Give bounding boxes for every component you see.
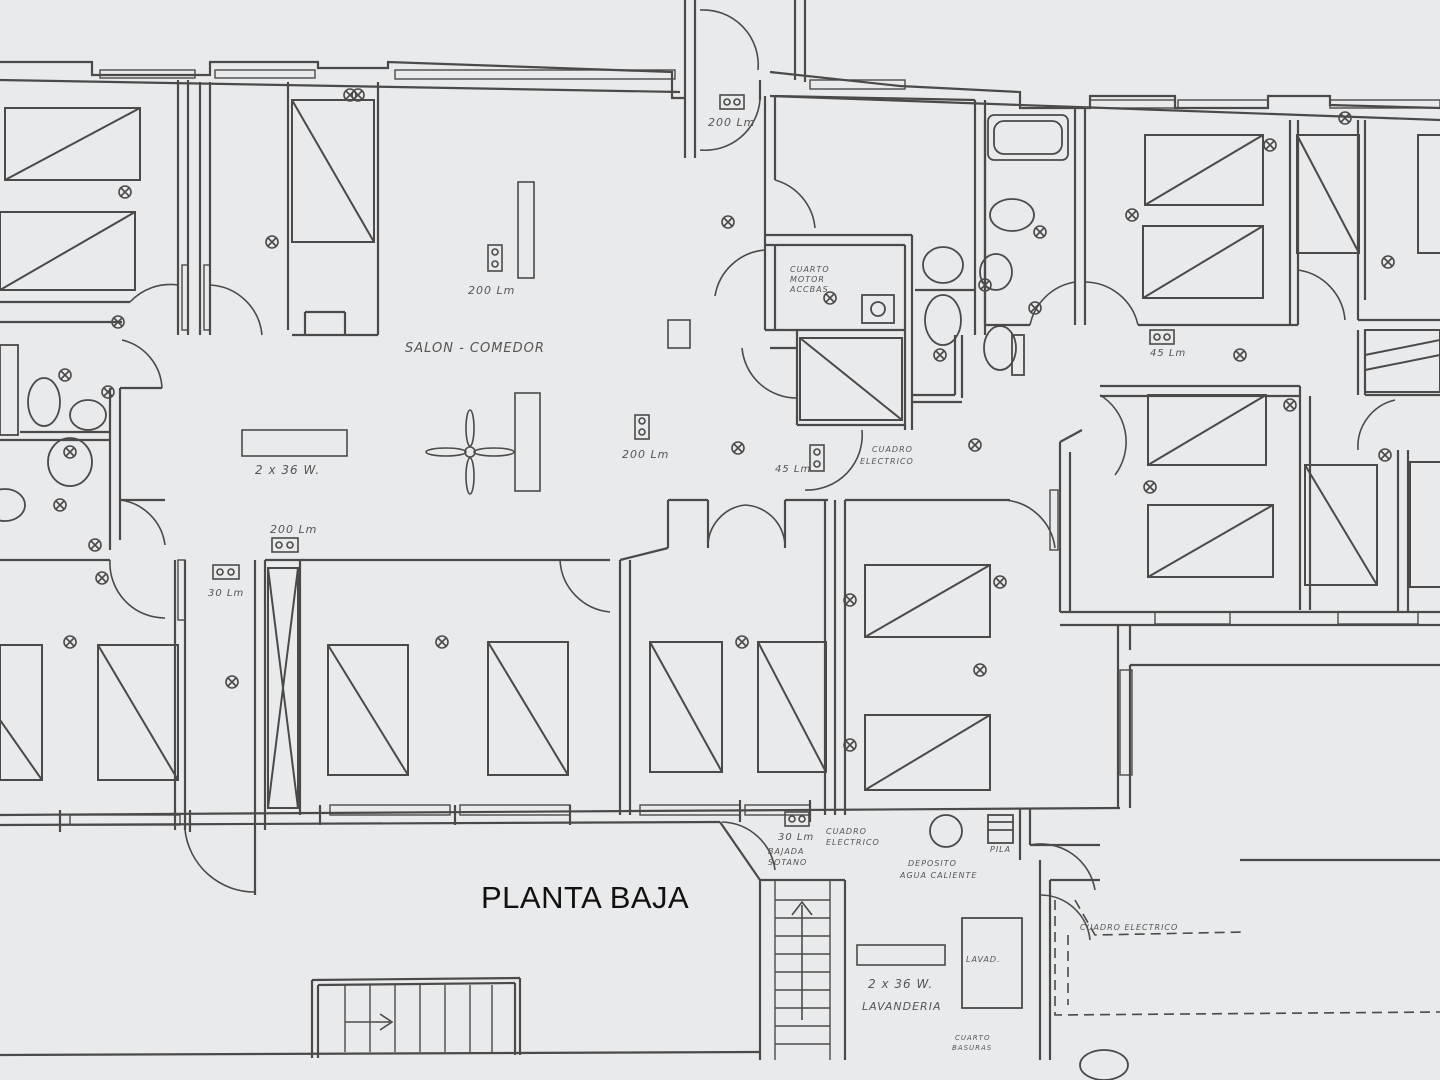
label-cuadro-electrico-a2: ELECTRICO <box>860 457 914 466</box>
page-title: PLANTA BAJA <box>481 880 690 915</box>
label-deposito-1: DEPOSITO <box>908 859 957 868</box>
ceiling-lights <box>53 88 1395 752</box>
ceiling-light-icon <box>95 571 109 585</box>
ceiling-light-icon <box>978 278 992 292</box>
sanitary-fixtures <box>0 114 1129 1080</box>
ceiling-light-icon <box>435 635 449 649</box>
beds <box>0 99 1440 809</box>
label-bajada-sotano-2: SOTANO <box>768 858 807 867</box>
ceiling-light-icon <box>63 635 77 649</box>
ceiling-light-icon <box>1028 301 1042 315</box>
label-lm-45-a: 45 Lm <box>1150 348 1186 359</box>
room-labels: SALON - COMEDOR 200 Lm 200 Lm 200 Lm 200… <box>208 116 1186 1052</box>
ceiling-light-icon <box>993 575 1007 589</box>
light-fixtures <box>241 181 946 966</box>
ceiling-light-icon <box>1381 255 1395 269</box>
outlets <box>212 94 1175 827</box>
label-cuarto-bottom-1: CUARTO <box>955 1034 990 1042</box>
ceiling-light-icon <box>1233 348 1247 362</box>
ceiling-light-icon <box>225 675 239 689</box>
label-fixture-2x36-b: 2 x 36 W. <box>868 977 933 991</box>
windows <box>69 69 1440 826</box>
ceiling-light-icon <box>1338 111 1352 125</box>
label-cuarto-motor-2: MOTOR <box>790 275 825 284</box>
label-lavad: LAVAD. <box>966 955 1001 964</box>
label-fixture-2x36-a: 2 x 36 W. <box>255 463 320 477</box>
label-cuarto-bottom-2: BASURAS <box>952 1044 992 1052</box>
ceiling-light-icon <box>351 88 365 102</box>
ceiling-light-icon <box>968 438 982 452</box>
ceiling-light-icon <box>111 315 125 329</box>
ceiling-light-icon <box>58 368 72 382</box>
ceiling-light-icon <box>843 593 857 607</box>
ceiling-light-icon <box>843 738 857 752</box>
ceiling-light-icon <box>973 663 987 677</box>
ceiling-fan-icon <box>425 409 515 495</box>
ceiling-light-icon <box>731 441 745 455</box>
label-cuadro-electrico-c: CUADRO ELECTRICO <box>1080 923 1178 932</box>
label-pila: PILA <box>990 845 1011 854</box>
ceiling-light-icon <box>823 291 837 305</box>
ceiling-light-icon <box>88 538 102 552</box>
label-cuadro-electrico-b1: CUADRO <box>826 827 867 836</box>
label-lm-200-c: 200 Lm <box>622 448 669 461</box>
ceiling-light-icon <box>63 445 77 459</box>
ceiling-light-icon <box>1378 448 1392 462</box>
ceiling-light-icon <box>735 635 749 649</box>
ceiling-light-icon <box>721 215 735 229</box>
label-cuadro-electrico-b2: ELECTRICO <box>826 838 880 847</box>
label-cuarto-motor-3: ACCBAS <box>789 285 829 294</box>
ceiling-light-icon <box>101 385 115 399</box>
ceiling-light-icon <box>265 235 279 249</box>
ceiling-light-icon <box>53 498 67 512</box>
label-cuadro-electrico-a1: CUADRO <box>872 445 913 454</box>
ceiling-light-icon <box>933 348 947 362</box>
ceiling-light-icon <box>1125 208 1139 222</box>
ceiling-light-icon <box>118 185 132 199</box>
stair-arrow-icon <box>345 900 813 1031</box>
label-cuarto-motor-1: CUARTO <box>790 265 830 274</box>
ceiling-light-icon <box>1033 225 1047 239</box>
door-swings <box>109 9 1396 941</box>
label-lm-200-d: 200 Lm <box>270 523 317 536</box>
label-lm-30-a: 30 Lm <box>208 588 244 599</box>
ceiling-light-icon <box>1263 138 1277 152</box>
label-lm-30-b: 30 Lm <box>778 832 814 843</box>
label-bajada-sotano-1: BAJADA <box>768 847 804 856</box>
label-lm-200-a: 200 Lm <box>468 284 515 297</box>
label-lm-45-b: 45 Lm <box>775 464 811 475</box>
ceiling-light-icon <box>1143 480 1157 494</box>
label-salon-comedor: SALON - COMEDOR <box>405 341 545 356</box>
label-deposito-2: AGUA CALIENTE <box>899 871 977 880</box>
label-lm-200-b: 200 Lm <box>708 116 755 129</box>
east-drain-lines <box>1054 899 1440 1016</box>
label-lavanderia: LAVANDERIA <box>862 1000 941 1013</box>
ceiling-light-icon <box>1283 398 1297 412</box>
